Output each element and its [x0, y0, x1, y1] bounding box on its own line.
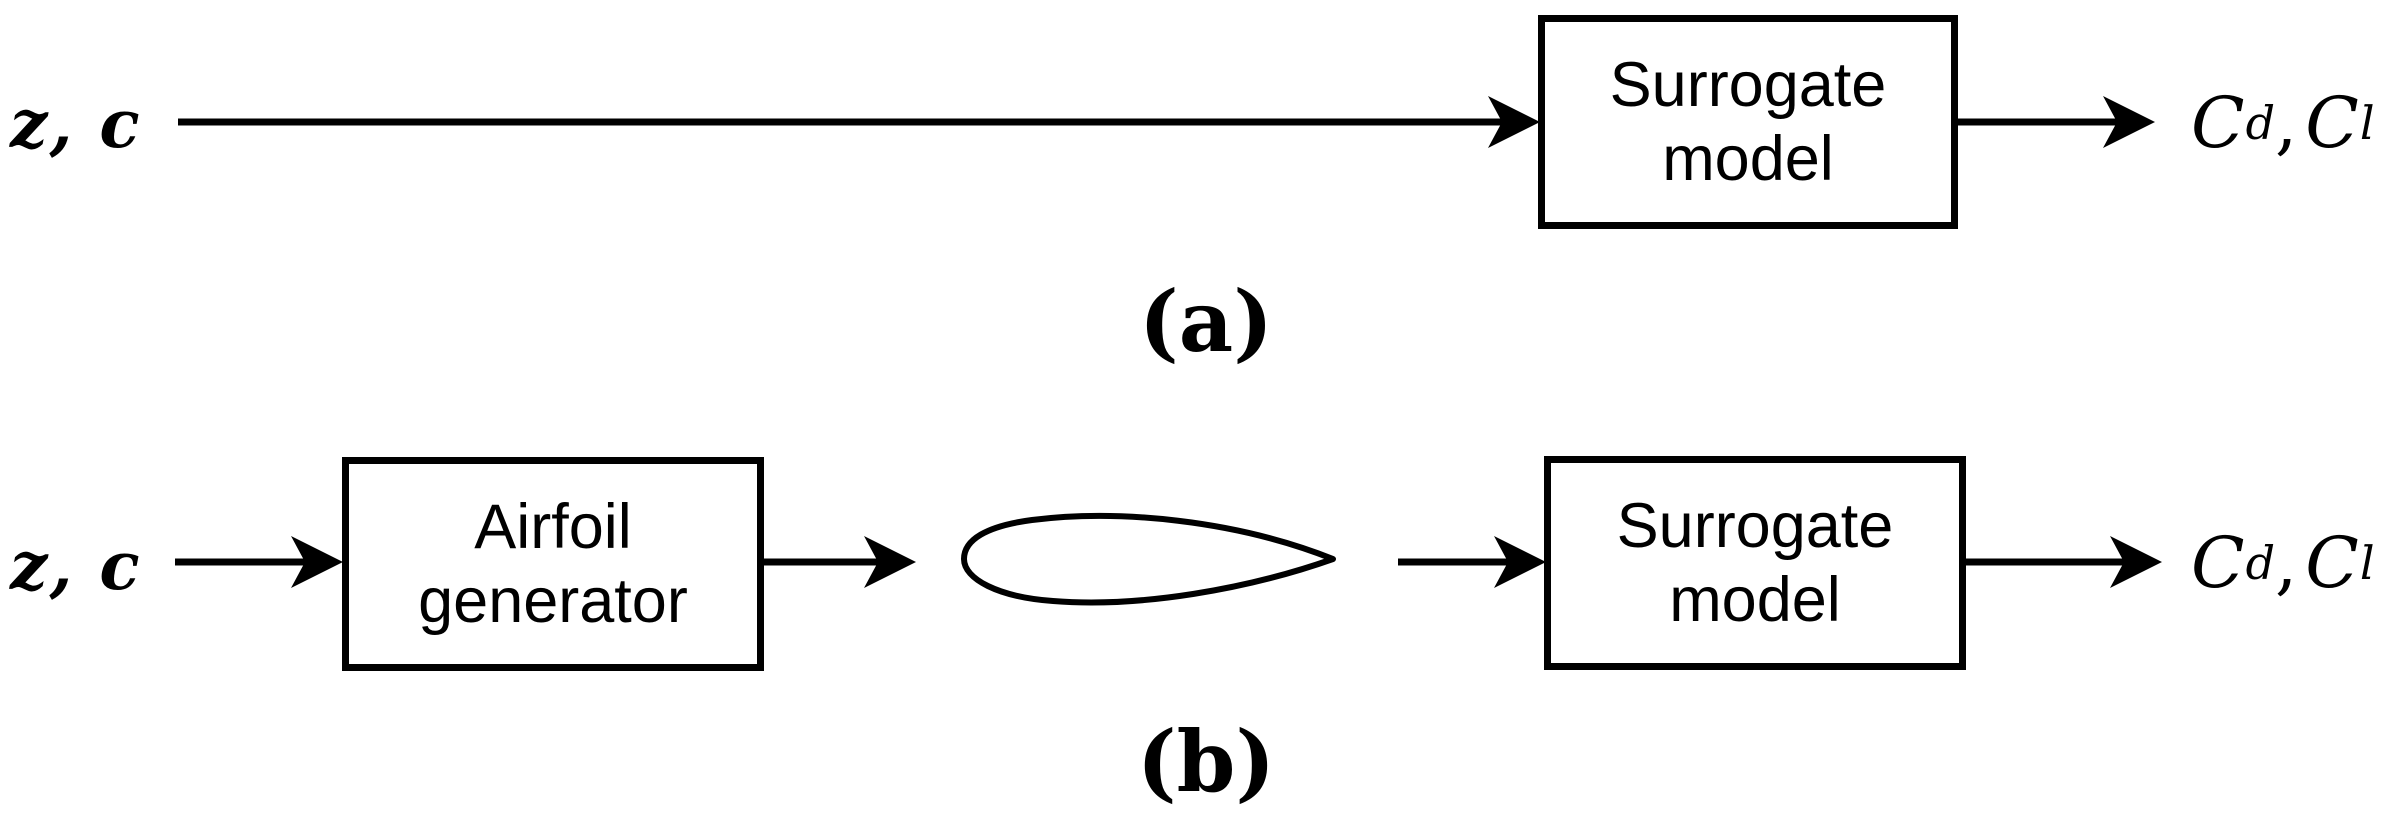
caption-b: (b)	[1136, 711, 1276, 811]
arrow-a-input	[178, 96, 1540, 148]
coefficient-symbol: C	[2305, 522, 2360, 604]
arrowhead-icon	[2110, 536, 2162, 588]
airfoil-shape	[961, 512, 1336, 606]
surrogate-model-box-label: Surrogate model	[1616, 491, 1894, 635]
arrowhead-icon	[1488, 96, 1540, 148]
arrow-b-input	[175, 536, 343, 588]
diagram-a-surrogate-model-box: Surrogate model	[1538, 15, 1958, 229]
diagram-b-surrogate-model-box: Surrogate model	[1544, 456, 1966, 670]
diagram-a-input-label: z, c	[10, 85, 142, 163]
caption-a: (a)	[1139, 271, 1273, 371]
surrogate-model-box-label: Surrogate model	[1609, 50, 1887, 194]
arrow-b-airfoil-to-surrogate	[1398, 536, 1546, 588]
arrowhead-icon	[2103, 96, 2155, 148]
arrowhead-icon	[1494, 536, 1546, 588]
coefficient-symbol: C	[2305, 82, 2360, 164]
separator: ,	[2275, 82, 2298, 164]
arrow-a-output	[1957, 96, 2155, 148]
diagram-b-airfoil-generator-box: Airfoil generator	[342, 457, 764, 671]
airfoil-generator-box-label: Airfoil generator	[418, 492, 688, 636]
separator: ,	[2275, 522, 2298, 604]
arrow-b-output	[1965, 536, 2162, 588]
arrow-b-generator-to-airfoil	[763, 536, 916, 588]
coefficient-symbol: C	[2191, 82, 2246, 164]
coefficient-subscript: l	[2359, 536, 2375, 590]
arrowhead-icon	[291, 536, 343, 588]
diagram-b-input-label: z, c	[10, 527, 142, 605]
coefficient-symbol: C	[2191, 522, 2246, 604]
coefficient-subscript: l	[2359, 96, 2375, 150]
arrowhead-icon	[864, 536, 916, 588]
coefficient-subscript: d	[2245, 96, 2276, 150]
coefficient-subscript: d	[2245, 536, 2276, 590]
